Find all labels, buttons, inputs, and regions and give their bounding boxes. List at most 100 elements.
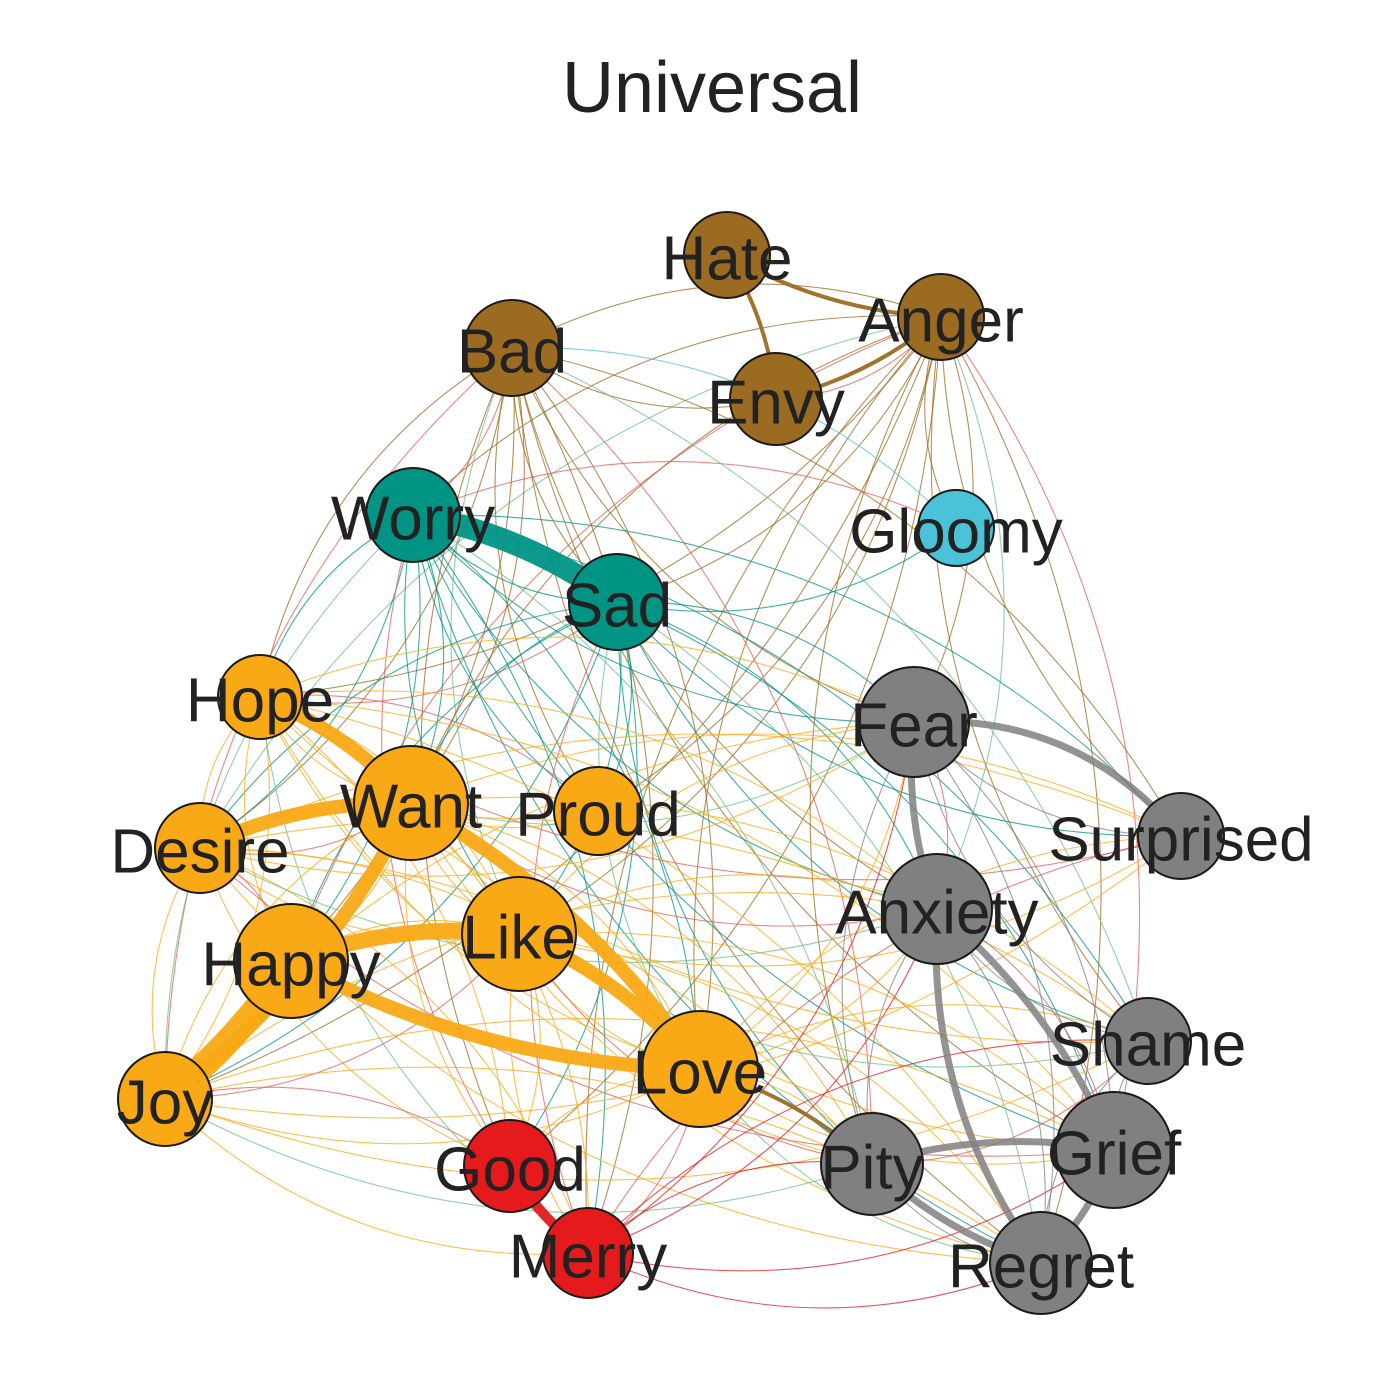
thin-edge: [410, 802, 873, 1165]
node-shame: Shame: [1050, 997, 1246, 1085]
node-gloomy: Gloomy: [849, 489, 1063, 567]
thin-edge: [587, 1149, 1115, 1272]
thin-edge: [511, 347, 714, 1070]
node-label-good: Good: [434, 1136, 586, 1205]
node-label-bad: Bad: [457, 318, 567, 387]
thin-edge: [511, 347, 1182, 837]
thin-edge: [290, 347, 515, 962]
thin-edge: [412, 315, 942, 516]
thin-edge: [511, 347, 915, 723]
node-worry: Worry: [331, 467, 495, 563]
thin-edge: [259, 696, 873, 1165]
node-regret: Regret: [948, 1211, 1134, 1315]
node-label-gloomy: Gloomy: [849, 498, 1063, 567]
node-anxiety: Anxiety: [835, 853, 1039, 965]
thin-edge: [616, 601, 1182, 837]
node-desire: Desire: [110, 802, 290, 894]
node-label-like: Like: [462, 904, 576, 973]
thin-edge: [518, 931, 1115, 1151]
node-hope: Hope: [186, 654, 334, 740]
thin-edge: [412, 514, 873, 1165]
node-circle-envy: [729, 352, 823, 446]
thin-edge: [913, 721, 1149, 1042]
node-like: Like: [461, 876, 577, 992]
thin-edge: [199, 817, 1149, 1042]
node-circle-anxiety: [881, 853, 993, 965]
node-bad: Bad: [457, 299, 567, 397]
thin-edge: [410, 733, 1182, 837]
thin-edge: [616, 601, 873, 1165]
thin-edge: [412, 514, 599, 812]
thin-edge: [259, 696, 1115, 1151]
node-label-anxiety: Anxiety: [835, 879, 1038, 948]
node-label-fear: Fear: [850, 692, 977, 761]
thin-edge: [616, 527, 957, 613]
thin-edge: [410, 316, 942, 804]
node-circle-want: [353, 745, 469, 861]
thin-edge: [518, 316, 942, 935]
node-circle-merry: [542, 1207, 634, 1299]
thin-edge: [511, 347, 654, 1254]
node-label-worry: Worry: [331, 485, 495, 554]
thin-edge: [199, 721, 915, 877]
node-joy: Joy: [117, 1051, 213, 1147]
node-good: Good: [434, 1119, 586, 1213]
node-circle-joy: [117, 1051, 213, 1147]
node-circle-anger: [897, 273, 985, 361]
node-circle-sad: [568, 553, 666, 651]
node-circle-fear: [858, 666, 970, 778]
thin-edge: [259, 696, 1042, 1264]
thin-edge: [511, 347, 938, 910]
thin-edge: [164, 1086, 511, 1167]
node-label-hope: Hope: [186, 667, 334, 736]
thin-edge: [164, 1068, 701, 1145]
node-circle-regret: [989, 1211, 1093, 1315]
node-circle-hope: [217, 654, 303, 740]
thin-edge: [259, 690, 938, 910]
thin-edge: [913, 721, 1055, 1264]
thin-edge: [164, 1040, 1149, 1181]
node-label-sad: Sad: [562, 572, 672, 641]
thin-edge: [693, 316, 942, 1070]
thin-edge: [616, 316, 942, 603]
node-sad: Sad: [562, 553, 672, 651]
thin-edge: [164, 1098, 589, 1255]
node-circle-grief: [1055, 1091, 1173, 1209]
node-merry: Merry: [509, 1207, 667, 1299]
thin-edge: [587, 1252, 1042, 1309]
node-circle-proud: [553, 766, 643, 856]
node-circle-desire: [154, 802, 246, 894]
node-label-proud: Proud: [515, 781, 680, 850]
thin-edge: [936, 316, 1005, 910]
node-want: Want: [340, 745, 482, 861]
node-hate: Hate: [662, 211, 792, 299]
thin-edge: [410, 796, 1149, 1042]
thin-edge: [518, 721, 915, 935]
node-label-desire: Desire: [110, 818, 289, 887]
thin-edge: [809, 316, 942, 1165]
thin-edge: [509, 601, 638, 1167]
thin-edge: [412, 514, 1115, 1151]
node-circle-gloomy: [917, 489, 995, 567]
thin-edge: [511, 347, 1149, 1042]
thin-edge: [164, 601, 618, 1100]
node-circle-good: [463, 1119, 557, 1213]
node-label-merry: Merry: [509, 1223, 667, 1292]
node-label-love: Love: [633, 1039, 767, 1108]
thin-edge: [412, 514, 915, 723]
thin-edge: [597, 316, 942, 812]
thin-edge: [616, 601, 938, 910]
node-circle-like: [461, 876, 577, 992]
thin-edge: [259, 347, 513, 698]
node-pity: Pity: [820, 1112, 924, 1216]
node-love: Love: [633, 1010, 767, 1128]
thin-edge: [259, 601, 618, 704]
thin-edge: [259, 694, 599, 812]
diagram-title: Universal: [562, 48, 862, 128]
node-label-regret: Regret: [948, 1233, 1134, 1302]
node-grief: Grief: [1047, 1091, 1182, 1209]
thin-edge: [587, 908, 938, 1254]
node-label-shame: Shame: [1050, 1011, 1246, 1080]
node-label-envy: Envy: [707, 369, 845, 438]
